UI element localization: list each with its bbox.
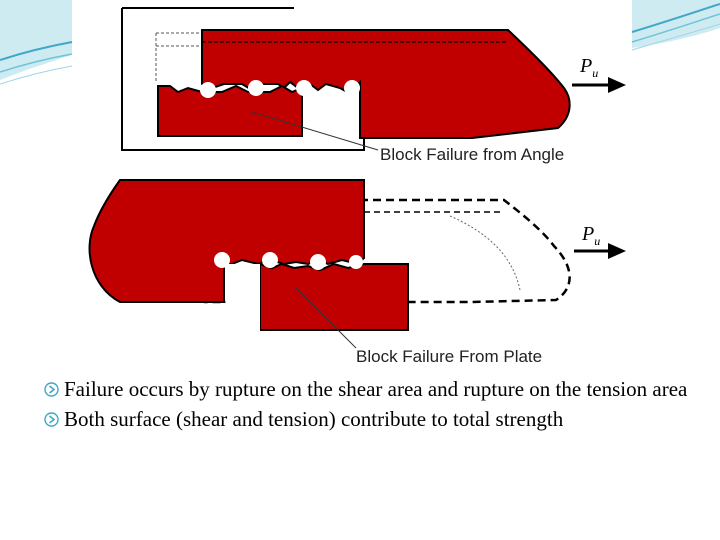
top-left-swoosh (0, 0, 73, 85)
bullet-item: Both surface (shear and tension) contrib… (44, 406, 694, 433)
block-shear-figure: Pu Block Failure from Angle Pu Block (72, 0, 632, 372)
bolt-hole (262, 252, 278, 268)
bottom-force-label: Pu (581, 223, 600, 248)
plate-tension-gap (226, 264, 260, 332)
top-figure-label: Block Failure from Angle (380, 145, 564, 164)
bullet-text: Failure occurs by rupture on the shear a… (64, 377, 688, 401)
angle-torn-block (157, 84, 303, 137)
angle-main-body (201, 29, 571, 139)
bottom-force-arrow (574, 243, 626, 259)
top-right-swoosh (631, 0, 720, 51)
angle-leader-line (251, 111, 379, 151)
bullet-text: Both surface (shear and tension) contrib… (64, 407, 564, 431)
bullet-item: Failure occurs by rupture on the shear a… (44, 376, 694, 403)
bolt-hole (200, 82, 216, 98)
top-force-arrow (572, 77, 626, 93)
bolt-hole (310, 254, 326, 270)
bolt-hole (296, 80, 312, 96)
bolt-hole (248, 80, 264, 96)
plate-torn-block (259, 262, 409, 331)
bottom-figure-label: Block Failure From Plate (356, 347, 542, 366)
bolt-hole (349, 255, 363, 269)
bullet-list: Failure occurs by rupture on the shear a… (44, 376, 694, 436)
plate-diagram: Pu Block Failure From Plate (88, 179, 626, 366)
tension-gap (305, 94, 357, 140)
plate-fillet-line (449, 215, 521, 291)
original-angle-outline (155, 32, 202, 82)
angle-diagram: Pu Block Failure from Angle (121, 7, 626, 164)
plate-leader-line (295, 287, 357, 349)
bullet-arrow-icon (44, 412, 59, 427)
bolt-hole (344, 80, 360, 96)
angle-dashed-outline (204, 198, 571, 304)
bullet-arrow-icon (44, 382, 59, 397)
top-force-label: Pu (579, 55, 598, 80)
